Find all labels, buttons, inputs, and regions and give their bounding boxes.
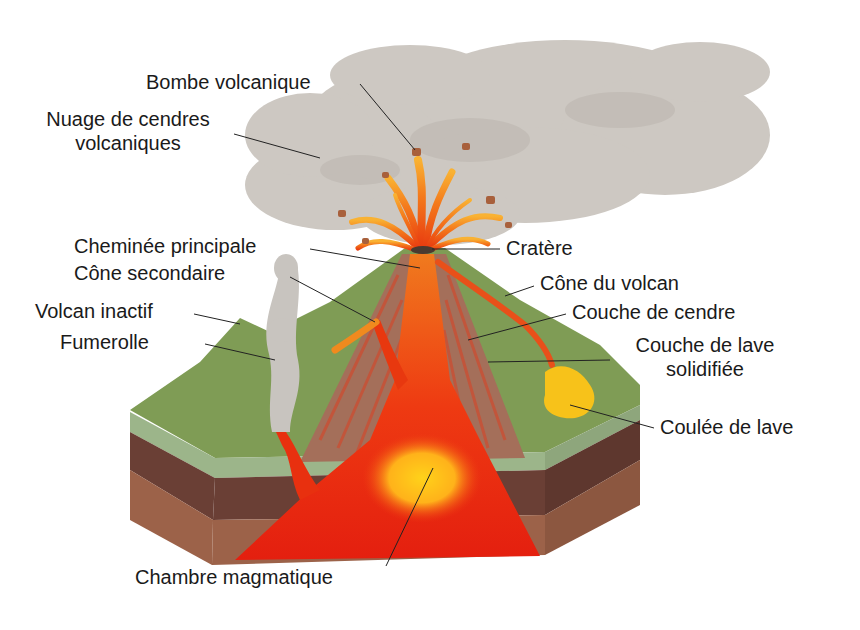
fumarole-smoke (266, 254, 299, 432)
leader-lines (194, 84, 654, 566)
volcanic-bombs (338, 143, 512, 244)
ash-cloud (245, 40, 770, 245)
part-label: Couche de cendre (572, 300, 735, 324)
part-label: Cône du volcan (540, 271, 679, 295)
part-label: Volcan inactif (35, 299, 153, 323)
lava-flow (544, 366, 594, 418)
part-label: Bombe volcanique (146, 70, 311, 94)
eruption (352, 160, 500, 250)
part-label: Cratère (506, 236, 573, 260)
part-label: Couche de lave solidifiée (615, 333, 795, 381)
part-label: Nuage de cendres volcaniques (28, 107, 228, 155)
part-label: Fumerolle (60, 330, 149, 354)
part-label: Cheminée principale (74, 234, 256, 258)
part-label: Cône secondaire (74, 261, 225, 285)
part-label: Chambre magmatique (135, 565, 333, 589)
part-label: Coulée de lave (660, 415, 793, 439)
